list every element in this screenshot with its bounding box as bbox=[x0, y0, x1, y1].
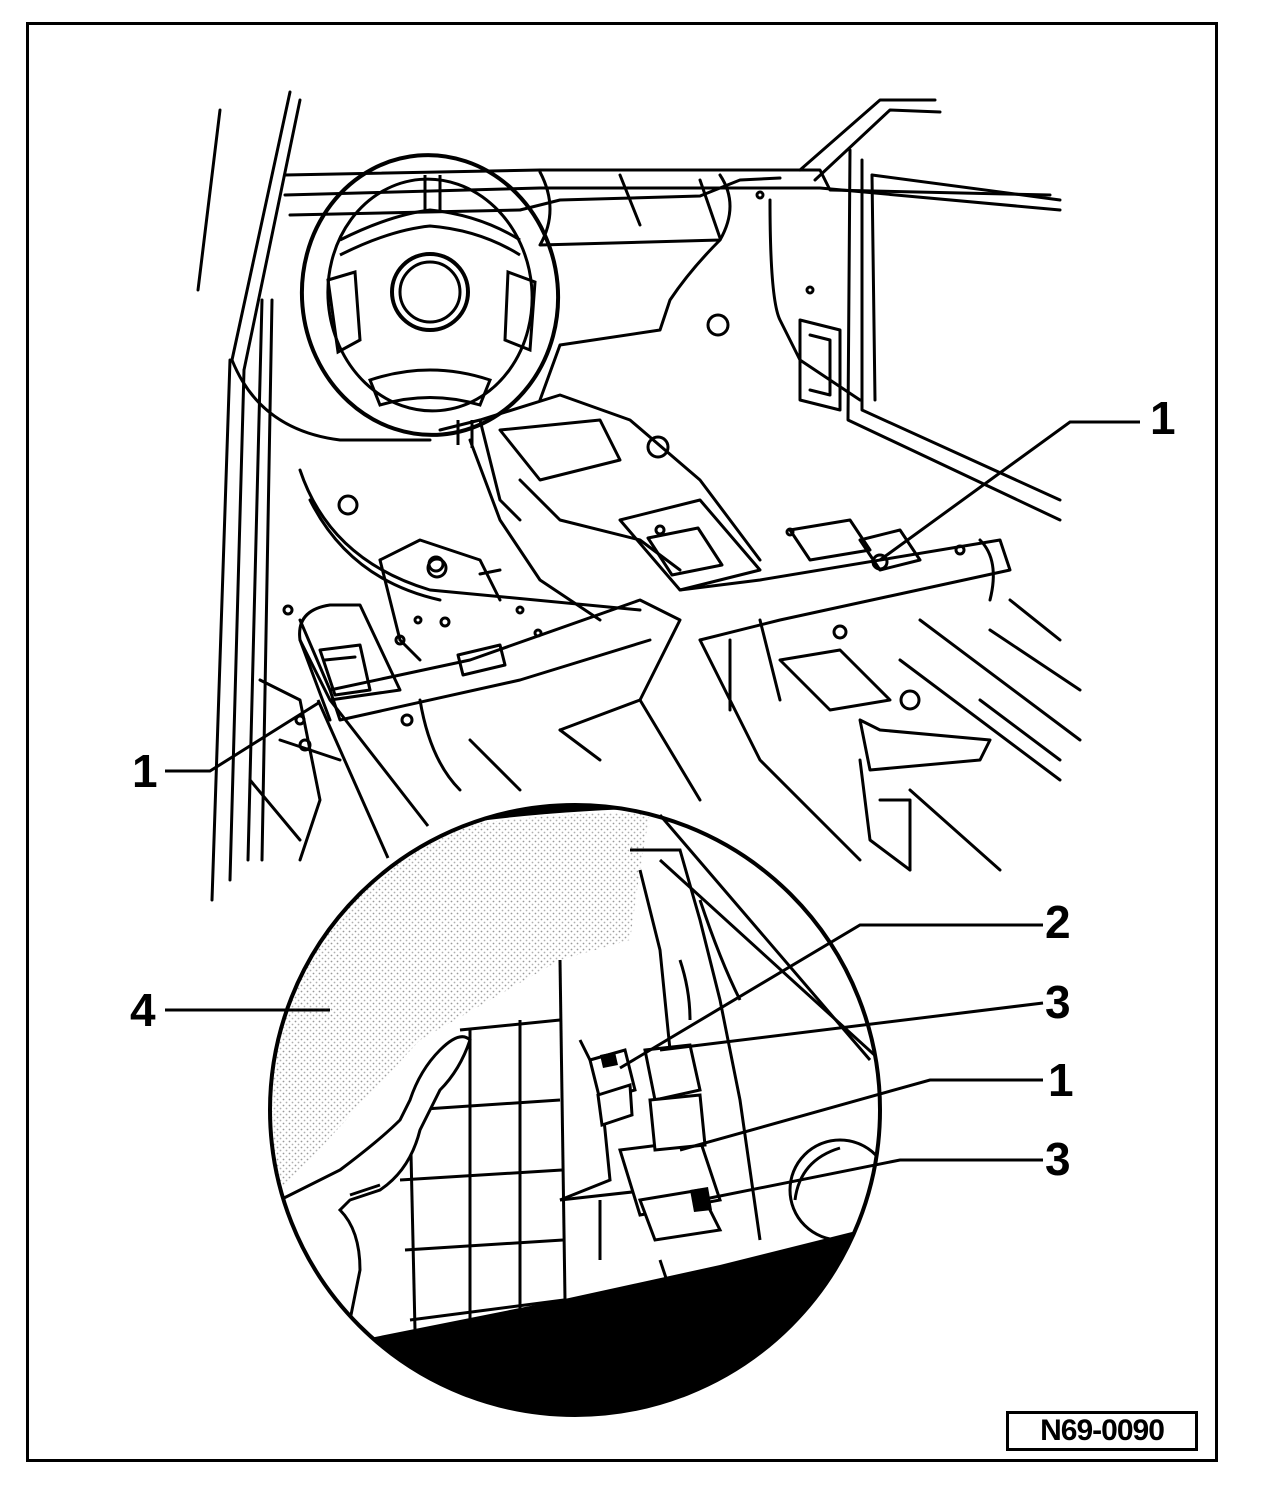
detail-magnifier bbox=[268, 699, 882, 1417]
steering-wheel bbox=[299, 153, 561, 448]
callout-2: 2 bbox=[1045, 896, 1071, 948]
callout-1-detail: 1 bbox=[1048, 1054, 1074, 1106]
figure-reference-number: N69-0090 bbox=[1006, 1411, 1198, 1451]
callout-3-lower: 3 bbox=[1045, 1133, 1071, 1185]
callout-4: 4 bbox=[130, 984, 156, 1036]
leader-lines bbox=[165, 420, 1140, 1202]
callout-1-left: 1 bbox=[132, 745, 158, 797]
car-body-lines bbox=[196, 90, 1082, 902]
callout-3-upper: 3 bbox=[1045, 976, 1071, 1028]
callout-1-top-right: 1 bbox=[1150, 392, 1176, 444]
